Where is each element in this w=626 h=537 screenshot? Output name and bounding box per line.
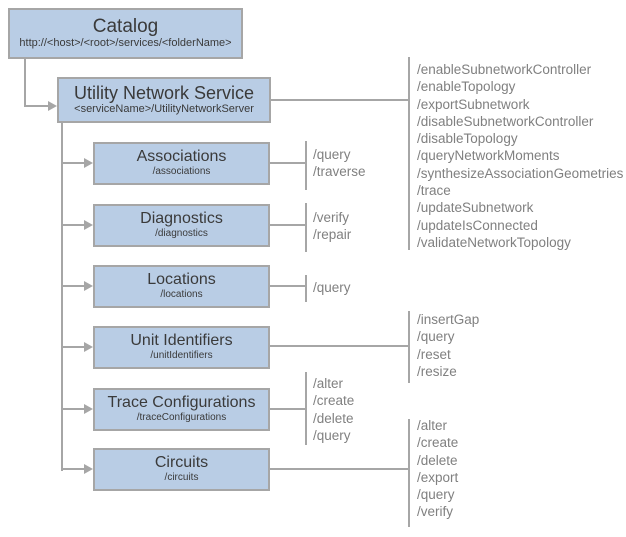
diagnostics-node: Diagnostics /diagnostics (93, 204, 270, 247)
associations-path: /associations (152, 165, 211, 177)
circuits-node: Circuits /circuits (93, 448, 270, 491)
connector-circuits-operations (270, 468, 409, 470)
arrowhead-locations-icon (84, 281, 93, 291)
operation-item: /alter (417, 418, 448, 433)
operation-item: /query (417, 329, 455, 345)
operation-item: /validateNetworkTopology (417, 234, 571, 250)
unit-identifiers-title: Unit Identifiers (130, 331, 233, 349)
unit-identifiers-operations-list: /insertGap /query /reset /resize (417, 311, 479, 380)
operation-item: /query (417, 487, 455, 503)
operation-item: /query (313, 147, 351, 162)
operations-rail-circuits (408, 419, 410, 527)
arrowhead-trace-configurations-icon (84, 404, 93, 414)
connector-branch-circuits (61, 468, 85, 470)
utility-network-service-node: Utility Network Service <serviceName>/Ut… (57, 77, 271, 123)
operation-item: /export (417, 469, 459, 485)
trace-configurations-node: Trace Configurations /traceConfiguration… (93, 388, 270, 431)
operation-item: /verify (313, 210, 350, 225)
arrowhead-associations-icon (84, 158, 93, 168)
connector-trace-configurations-operations (270, 408, 306, 410)
connector-catalog-vertical (24, 59, 26, 107)
operation-item: /delete (417, 452, 458, 468)
connector-locations-operations (270, 285, 306, 287)
trace-configurations-path: /traceConfigurations (136, 411, 227, 423)
operations-rail-trace-configurations (305, 372, 307, 445)
arrowhead-unit-identifiers-icon (84, 342, 93, 352)
connector-unit-identifiers-operations (270, 345, 409, 347)
trace-configurations-title: Trace Configurations (107, 393, 256, 411)
connector-branch-trace-configurations (61, 408, 85, 410)
circuits-path: /circuits (164, 471, 199, 483)
unit-identifiers-path: /unitIdentifiers (150, 349, 213, 361)
unit-identifiers-node: Unit Identifiers /unitIdentifiers (93, 326, 270, 369)
associations-title: Associations (136, 147, 227, 165)
circuits-operations-list: /alter /create /delete /export /query /v… (417, 417, 458, 521)
associations-operations-list: /query /traverse (313, 146, 366, 181)
service-path: <serviceName>/UtilityNetworkServer (74, 102, 254, 115)
connector-catalog-horizontal (24, 105, 50, 107)
catalog-url: http://<host>/<root>/services/<folderNam… (19, 36, 232, 49)
operation-item: /enableTopology (417, 79, 516, 95)
connector-branch-associations (61, 162, 85, 164)
operation-item: /insertGap (417, 312, 480, 327)
operation-item: /reset (417, 346, 451, 362)
operation-item: /create (313, 393, 355, 409)
operation-item: /resize (417, 363, 457, 379)
operation-item: /query (313, 427, 351, 443)
connector-branch-locations (61, 285, 85, 287)
operations-rail-service (408, 57, 410, 250)
operation-item: /create (417, 435, 459, 451)
operation-item: /delete (313, 410, 354, 426)
operation-item: /exportSubnetwork (417, 96, 530, 112)
connector-service-trunk (61, 123, 63, 471)
arrowhead-catalog-to-service-icon (48, 101, 57, 111)
operation-item: /synthesizeAssociationGeometries (417, 165, 624, 181)
associations-node: Associations /associations (93, 142, 270, 185)
diagnostics-path: /diagnostics (155, 227, 208, 239)
operations-rail-unit-identifiers (408, 311, 410, 383)
catalog-title: Catalog (92, 15, 159, 37)
operation-item: /enableSubnetworkController (417, 62, 592, 77)
connector-associations-operations (270, 162, 306, 164)
service-title: Utility Network Service (73, 82, 255, 103)
operation-item: /disableSubnetworkController (417, 113, 594, 129)
operation-item: /trace (417, 183, 451, 199)
operation-item: /query (313, 280, 351, 295)
catalog-node: Catalog http://<host>/<root>/services/<f… (8, 8, 243, 59)
operations-rail-locations (305, 275, 307, 302)
operation-item: /traverse (313, 164, 366, 180)
locations-title: Locations (147, 270, 216, 288)
connector-service-operations (271, 99, 409, 101)
operations-rail-diagnostics (305, 203, 307, 252)
connector-branch-diagnostics (61, 224, 85, 226)
operation-item: /updateSubnetwork (417, 200, 534, 216)
locations-operations-list: /query (313, 279, 351, 296)
circuits-title: Circuits (154, 453, 209, 471)
operation-item: /disableTopology (417, 131, 518, 147)
operation-item: /updateIsConnected (417, 217, 538, 233)
operation-item: /repair (313, 227, 352, 243)
locations-path: /locations (160, 288, 203, 300)
arrowhead-circuits-icon (84, 464, 93, 474)
locations-node: Locations /locations (93, 265, 270, 308)
operations-rail-associations (305, 141, 307, 190)
arrowhead-diagnostics-icon (84, 220, 93, 230)
connector-branch-unit-identifiers (61, 346, 85, 348)
diagnostics-title: Diagnostics (140, 209, 223, 227)
connector-diagnostics-operations (270, 224, 306, 226)
service-operations-list: /enableSubnetworkController /enableTopol… (417, 61, 623, 251)
trace-configurations-operations-list: /alter /create /delete /query (313, 375, 354, 444)
operation-item: /verify (417, 504, 454, 520)
operation-item: /alter (313, 376, 344, 391)
operation-item: /queryNetworkMoments (417, 148, 560, 164)
diagnostics-operations-list: /verify /repair (313, 209, 351, 244)
